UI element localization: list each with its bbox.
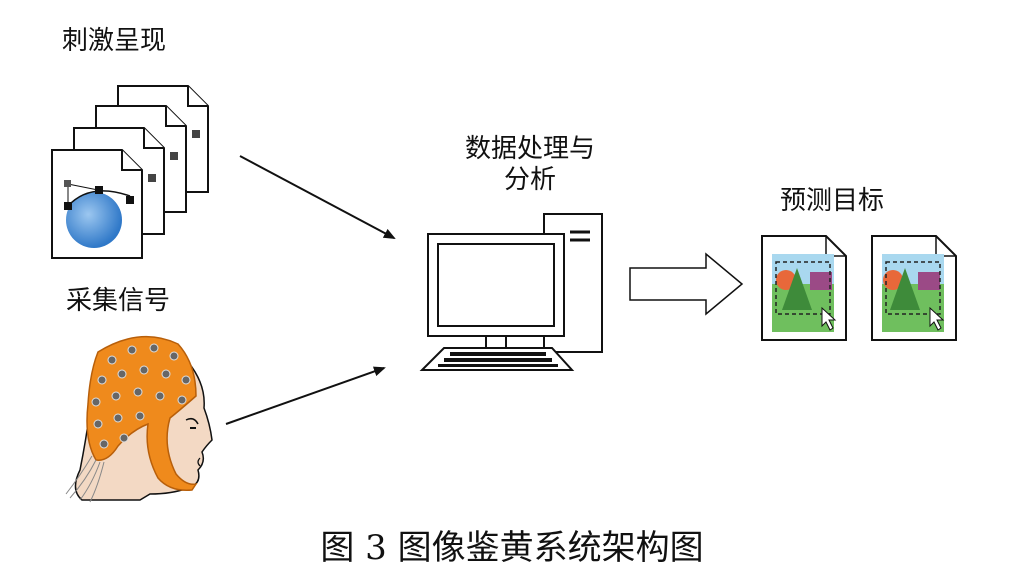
document-stack-icon bbox=[51, 85, 209, 259]
blue-circle-icon bbox=[66, 192, 122, 248]
handle-square bbox=[64, 202, 72, 210]
bezier-curve bbox=[67, 190, 131, 207]
image-tree bbox=[782, 268, 812, 310]
eyebrow bbox=[185, 417, 199, 425]
mouth bbox=[197, 457, 201, 467]
acquisition-label: 采集信号 bbox=[66, 286, 171, 316]
selection-box bbox=[885, 261, 941, 315]
image-box bbox=[918, 272, 940, 290]
selection-box bbox=[775, 261, 831, 315]
arrow-acquisition-to-computer bbox=[225, 366, 386, 425]
cursor-icon bbox=[929, 306, 945, 331]
desktop-computer-icon bbox=[419, 213, 603, 371]
handle-square bbox=[126, 196, 134, 204]
image-box bbox=[810, 272, 832, 290]
cursor-icon bbox=[821, 306, 837, 331]
electrode-dots bbox=[91, 343, 191, 449]
stimulus-label: 刺激呈现 bbox=[62, 26, 167, 56]
handle-square bbox=[148, 174, 156, 182]
image-document-icon bbox=[761, 235, 847, 341]
processing-label-line2: 分析 bbox=[503, 165, 556, 196]
image-sun bbox=[883, 270, 903, 290]
monitor-screen bbox=[437, 243, 555, 327]
hollow-arrow-icon bbox=[629, 252, 744, 316]
handle-square bbox=[64, 180, 71, 187]
electrode-wires bbox=[65, 455, 105, 503]
monitor-neck bbox=[485, 335, 507, 349]
processing-label-line1: 数据处理与 bbox=[464, 134, 595, 164]
bezier-handle-line bbox=[67, 183, 99, 191]
processing-label: 数据处理与 分析 bbox=[450, 134, 610, 196]
handle-square bbox=[192, 130, 200, 138]
figure-caption: 图 3 图像鉴黄系统架构图 bbox=[320, 528, 704, 568]
handle-square bbox=[170, 152, 178, 160]
image-tree bbox=[890, 268, 920, 310]
handle-square bbox=[95, 186, 103, 194]
eeg-head-icon bbox=[65, 335, 213, 503]
prediction-label: 预测目标 bbox=[780, 186, 885, 216]
arrow-stimulus-to-computer bbox=[239, 155, 396, 239]
keyboard-keys bbox=[438, 352, 558, 367]
image-document-icon bbox=[871, 235, 957, 341]
